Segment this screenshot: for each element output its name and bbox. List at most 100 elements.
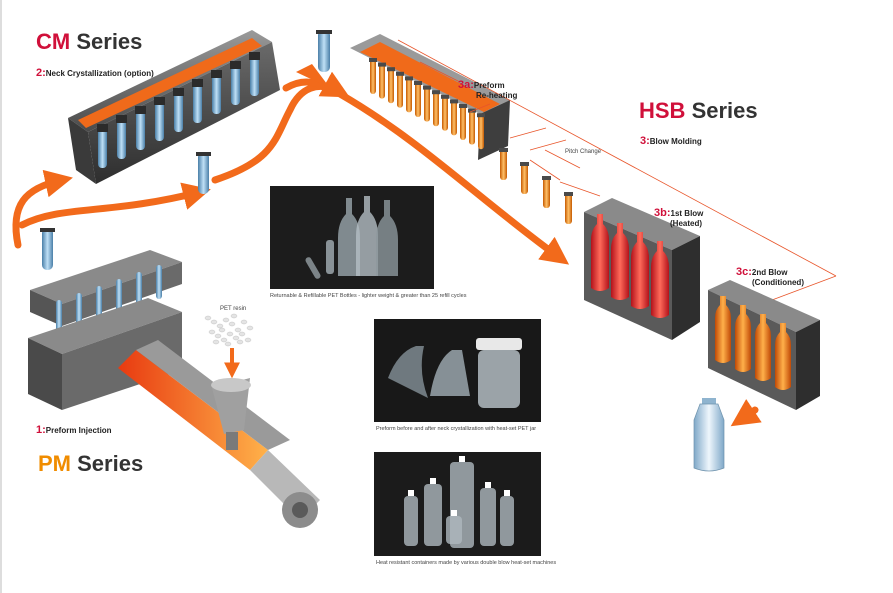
flow-arrows [12,71,762,427]
resin-pellet [210,319,218,325]
container-icon [500,490,514,546]
resin-pellet [204,315,212,321]
photo3-containers [374,452,541,556]
cm-prefix: CM [36,29,71,54]
resin-pellet [246,325,254,331]
preform-icon [56,300,62,334]
bottle-icon [735,305,751,372]
preform-icon [477,113,485,150]
preform-icon [432,90,440,127]
cm-series-title: CM Series [36,29,142,55]
bottle-icon [775,323,791,390]
first-blow-mold [584,198,700,340]
step-3a-line2: Re-heating [476,91,518,100]
resin-pellet [212,339,220,345]
hsb-prefix: HSB [639,98,686,123]
preform-icon [441,94,449,131]
photo2-caption: Preform before and after neck crystalliz… [376,426,537,432]
container-icon [446,510,462,544]
preform-icon [387,67,395,104]
step-3a-number: 3a: [458,79,474,91]
pm-series-word: Series [77,451,144,476]
pitch-change-preforms [499,148,573,224]
preform-icon [468,108,476,145]
preform-icon [499,148,508,180]
preform-icon [396,71,404,108]
finished-bottle-icon [693,398,725,472]
preform-icon [173,88,184,132]
preform-icon [316,30,332,72]
resin-pellet [224,341,232,347]
preform-icon [249,52,260,96]
container-icon [480,482,496,546]
preform-icon [154,97,165,141]
pet-resin-label: PET resin [220,306,247,312]
bottle-icon [631,232,649,309]
step-3a-label: 3a:Preform Re-heating [458,80,517,101]
container-icon [404,490,418,546]
bottle-icon [591,214,609,291]
resin-pellet [228,321,236,327]
step-1-number: 1: [36,424,46,436]
step-3-number: 3: [640,135,650,147]
preform-icon [76,293,82,327]
preform-icon [116,115,127,159]
resin-pellet [222,317,230,323]
step-2-text: Neck Crystallization (option) [45,69,154,78]
step-3b-line2: (Heated) [670,219,703,228]
bottle-icon [715,296,731,363]
cm-series-word: Series [76,29,143,54]
preform-icon [211,70,222,114]
step-3c-line2: (Conditioned) [752,278,804,287]
preform-icon [405,76,413,113]
cm-crystallization-unit [68,30,280,184]
resin-pellet [226,331,234,337]
step-3b-number: 3b: [654,207,671,219]
photo3-caption: Heat resistant containers made by variou… [376,560,557,566]
pet-resin-pellets [204,313,254,347]
step-1-text: Preform Injection [45,426,112,435]
step-3b-line1: 1st Blow [670,209,704,218]
resin-pellet [218,327,226,333]
preform-icon [230,61,241,105]
pm-injection-unit [28,250,320,528]
resin-pellet [234,327,242,333]
photo1-bottles [270,186,434,289]
bottle-icon [755,314,771,381]
step-3c-number: 3c: [736,266,752,278]
resin-pellet [230,313,238,319]
pitch-change-label: Pitch Change [565,149,602,155]
resin-pellet [216,323,224,329]
preform-icon [156,265,162,299]
step-3-text: Blow Molding [649,137,702,146]
container-icon [424,478,442,546]
step-3-label: 3:Blow Molding [640,136,702,147]
bottle-icon [611,223,629,300]
preform-icon [520,162,529,194]
preform-icon [564,192,573,224]
resin-pellet [208,329,216,335]
preform-icon [136,272,142,306]
preform-icon [542,176,551,208]
resin-pellet [244,337,252,343]
resin-pellet [236,339,244,345]
step-3a-line1: Preform [473,81,505,90]
preform-icon [414,81,422,117]
resin-pellet [238,331,246,337]
bottle-icon [651,241,669,318]
arrow-head-icon [296,64,330,88]
preform-icon [97,124,108,168]
preform-icon [369,58,377,94]
resin-pellet [240,319,248,325]
pm-prefix: PM [38,451,71,476]
preform-icon [192,79,203,123]
preform-icon [450,99,458,136]
preform-icon [96,286,102,320]
step-2-label: 2:Neck Crystallization (option) [36,68,154,79]
hsb-series-title: HSB Series [639,98,758,124]
hsb-series-word: Series [691,98,758,123]
resin-pellet [232,335,240,341]
step-3c-label: 3c:2nd Blow (Conditioned) [736,267,804,288]
